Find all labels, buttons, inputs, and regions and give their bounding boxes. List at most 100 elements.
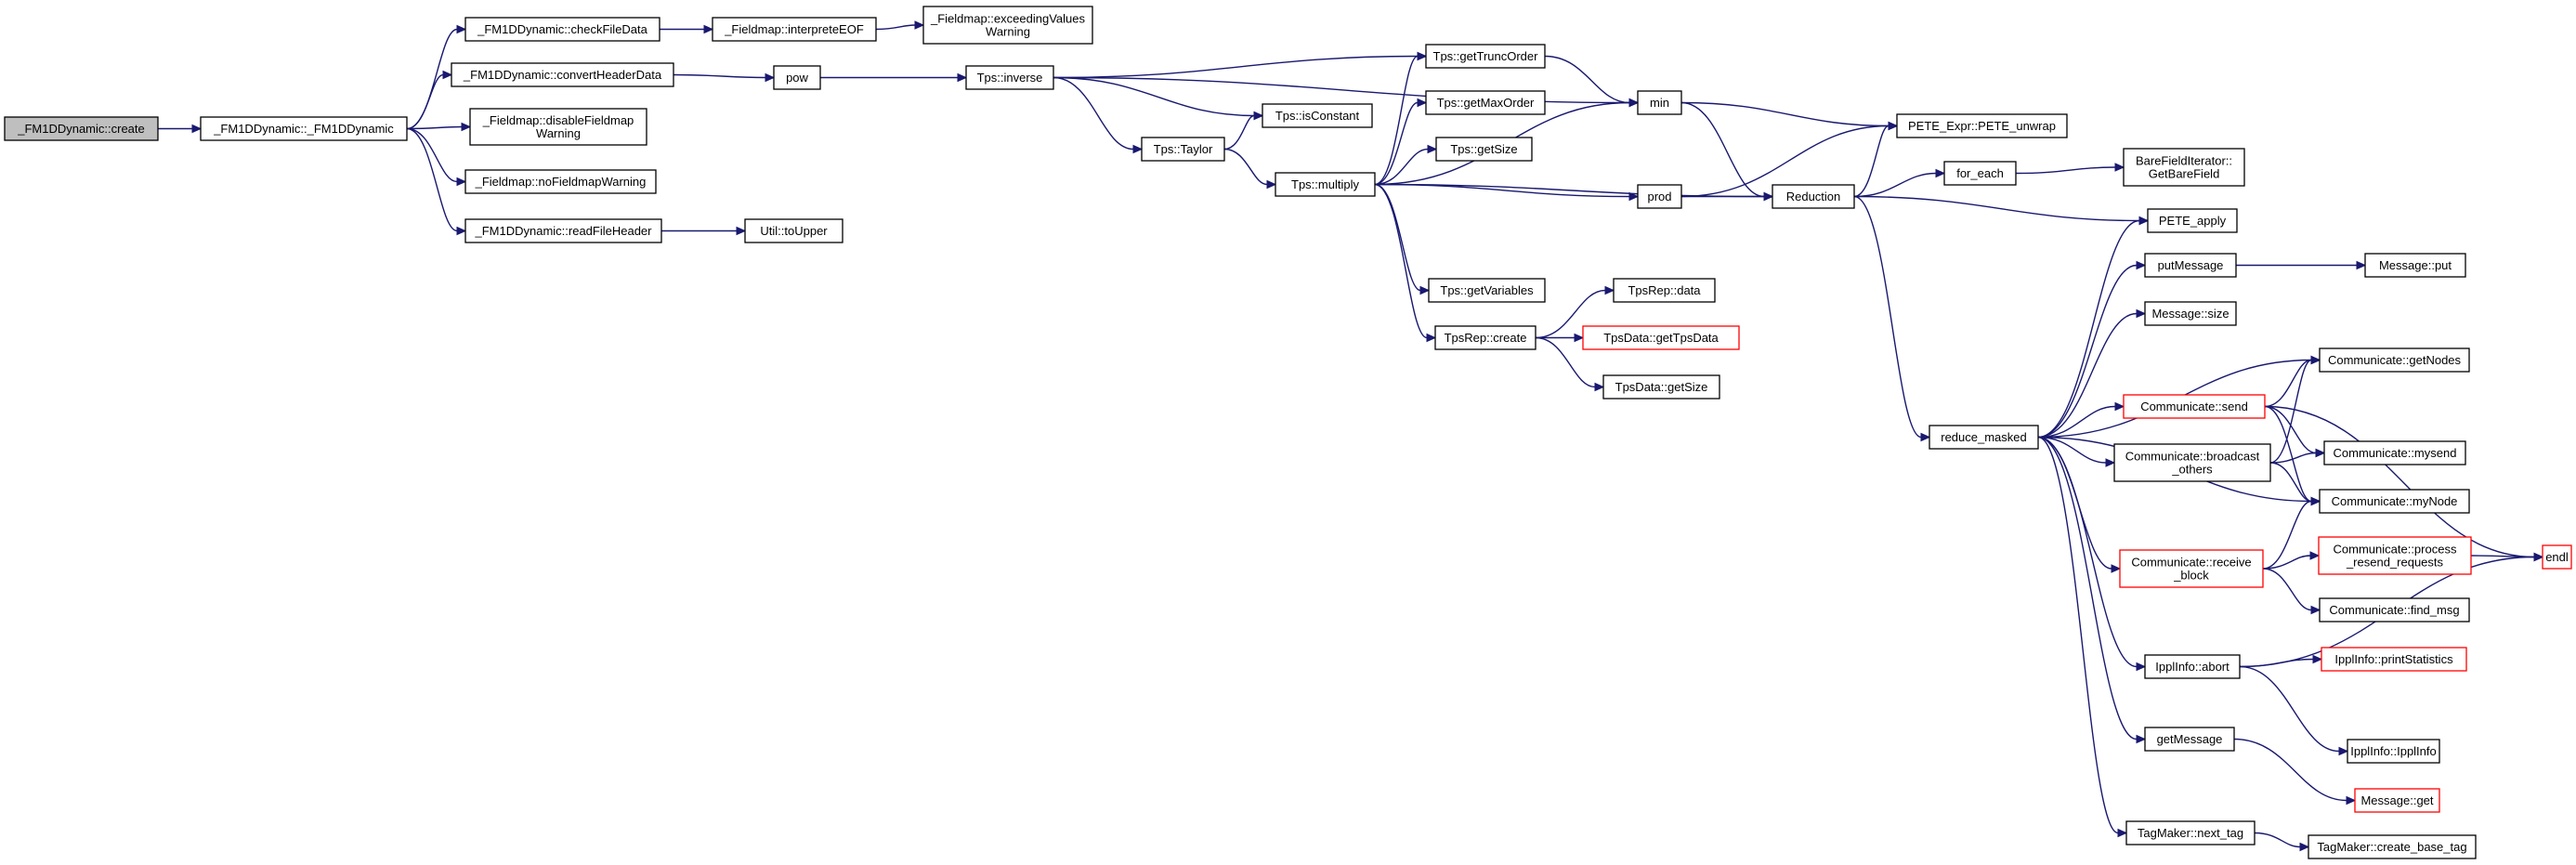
graph-node[interactable]: Message::size [2144, 301, 2237, 326]
graph-node[interactable]: TpsRep::data [1613, 278, 1716, 303]
graph-node[interactable]: Tps::getMaxOrder [1425, 90, 1546, 115]
graph-node[interactable]: Tps::inverse [965, 65, 1054, 90]
graph-node[interactable]: Message::put [2364, 253, 2466, 278]
node-box[interactable] [965, 65, 1054, 90]
graph-node[interactable]: Communicate::broadcast_others [2113, 443, 2271, 482]
node-box[interactable] [2318, 536, 2472, 575]
node-box[interactable] [2308, 834, 2477, 859]
graph-node[interactable]: Tps::isConstant [1262, 103, 1373, 128]
graph-node[interactable]: _FM1DDynamic::_FM1DDynamic [200, 116, 408, 141]
node-box[interactable] [2319, 597, 2470, 623]
graph-node[interactable]: _FM1DDynamic::convertHeaderData [451, 62, 674, 87]
graph-node[interactable]: _FM1DDynamic::checkFileData [464, 17, 660, 42]
node-box[interactable] [1425, 90, 1546, 115]
node-box[interactable] [2123, 394, 2266, 419]
node-box[interactable] [2113, 443, 2271, 482]
node-box[interactable] [464, 17, 660, 42]
graph-node[interactable]: Message::get [2354, 788, 2440, 813]
node-box[interactable] [2364, 253, 2466, 278]
node-box[interactable] [1943, 161, 2017, 186]
graph-node[interactable]: Tps::getVariables [1428, 278, 1546, 303]
graph-node[interactable]: Tps::multiply [1275, 172, 1376, 197]
graph-node[interactable]: getMessage [2144, 727, 2235, 752]
graph-node[interactable]: prod [1637, 184, 1682, 209]
node-box[interactable] [1428, 278, 1546, 303]
node-box[interactable] [1613, 278, 1716, 303]
node-box[interactable] [2319, 489, 2470, 514]
graph-node[interactable]: _FM1DDynamic::create [4, 116, 159, 141]
node-box[interactable] [2147, 208, 2238, 233]
graph-node[interactable]: Reduction [1772, 184, 1855, 209]
graph-node[interactable]: pow [773, 65, 821, 90]
node-box[interactable] [1637, 184, 1682, 209]
graph-node[interactable]: Communicate::receive_block [2119, 549, 2264, 588]
graph-node[interactable]: TpsData::getSize [1602, 374, 1720, 400]
node-box[interactable] [2144, 253, 2237, 278]
graph-node[interactable]: reduce_masked [1929, 425, 2039, 450]
node-box[interactable] [1637, 90, 1682, 115]
node-box[interactable] [464, 218, 662, 243]
node-box[interactable] [1434, 325, 1536, 350]
node-box[interactable] [200, 116, 408, 141]
node-box[interactable] [2144, 301, 2237, 326]
graph-node[interactable]: putMessage [2144, 253, 2237, 278]
node-box[interactable] [2323, 440, 2466, 465]
node-box[interactable] [1772, 184, 1855, 209]
graph-node[interactable]: Tps::getTruncOrder [1425, 44, 1546, 69]
graph-node[interactable]: IpplInfo::abort [2144, 654, 2241, 679]
graph-node[interactable]: Communicate::process_resend_requests [2318, 536, 2472, 575]
node-box[interactable] [2144, 654, 2241, 679]
node-box[interactable] [922, 6, 1093, 45]
node-box[interactable] [464, 169, 657, 194]
graph-node[interactable]: PETE_Expr::PETE_unwrap [1896, 113, 2068, 138]
node-box[interactable] [1425, 44, 1546, 69]
node-box[interactable] [1896, 113, 2068, 138]
node-box[interactable] [2347, 739, 2440, 764]
graph-node[interactable]: TpsRep::create [1434, 325, 1536, 350]
graph-node[interactable]: _Fieldmap::noFieldmapWarning [464, 169, 657, 194]
graph-node[interactable]: Communicate::mysend [2323, 440, 2466, 465]
graph-node[interactable]: IpplInfo::IpplInfo [2347, 739, 2440, 764]
graph-node[interactable]: TagMaker::create_base_tag [2308, 834, 2477, 859]
node-box[interactable] [1141, 137, 1225, 162]
node-box[interactable] [2119, 549, 2264, 588]
node-box[interactable] [1275, 172, 1376, 197]
node-box[interactable] [2123, 148, 2245, 187]
node-box[interactable] [2542, 544, 2572, 570]
graph-node[interactable]: min [1637, 90, 1682, 115]
node-box[interactable] [451, 62, 674, 87]
graph-node[interactable]: Tps::getSize [1435, 137, 1533, 162]
graph-node[interactable]: Communicate::send [2123, 394, 2266, 419]
node-box[interactable] [2125, 820, 2256, 845]
node-box[interactable] [712, 17, 877, 42]
node-box[interactable] [2144, 727, 2235, 752]
graph-node[interactable]: PETE_apply [2147, 208, 2238, 233]
graph-node[interactable]: for_each [1943, 161, 2017, 186]
graph-node[interactable]: _FM1DDynamic::readFileHeader [464, 218, 662, 243]
graph-node[interactable]: IpplInfo::printStatistics [2321, 647, 2467, 672]
graph-node[interactable]: endl [2542, 544, 2572, 570]
graph-node[interactable]: TagMaker::next_tag [2125, 820, 2256, 845]
graph-node[interactable]: Communicate::find_msg [2319, 597, 2470, 623]
node-box[interactable] [1435, 137, 1533, 162]
node-box[interactable] [2354, 788, 2440, 813]
node-box[interactable] [2321, 647, 2467, 672]
node-box[interactable] [1582, 325, 1740, 350]
node-box[interactable] [1602, 374, 1720, 400]
graph-node[interactable]: Tps::Taylor [1141, 137, 1225, 162]
node-box[interactable] [469, 108, 647, 146]
node-box[interactable] [773, 65, 821, 90]
graph-node[interactable]: BareFieldIterator::GetBareField [2123, 148, 2245, 187]
graph-node[interactable]: Communicate::getNodes [2319, 347, 2470, 373]
node-box[interactable] [2319, 347, 2470, 373]
graph-node[interactable]: _Fieldmap::interpreteEOF [712, 17, 877, 42]
graph-node[interactable]: Communicate::myNode [2319, 489, 2470, 514]
node-box[interactable] [4, 116, 159, 141]
graph-node[interactable]: TpsData::getTpsData [1582, 325, 1740, 350]
node-box[interactable] [1262, 103, 1373, 128]
graph-node[interactable]: Util::toUpper [744, 218, 843, 243]
node-box[interactable] [1929, 425, 2039, 450]
node-box[interactable] [744, 218, 843, 243]
